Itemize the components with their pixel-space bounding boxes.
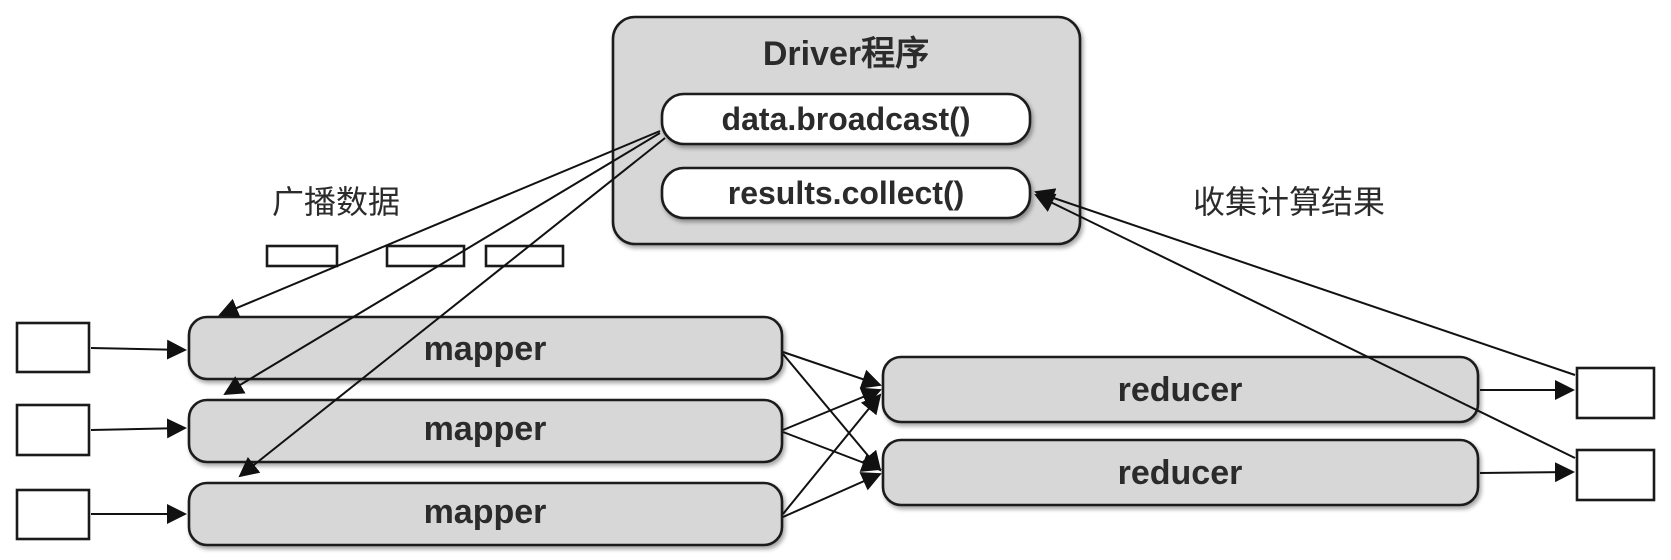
output-box: [1575, 448, 1656, 502]
collect-arrow: [1034, 188, 1576, 376]
collect-results-label: 收集计算结果: [1193, 184, 1385, 220]
shuffle-arrow: [782, 472, 882, 518]
mapper-label: mapper: [424, 410, 547, 448]
mapper-node: mapper: [187, 481, 784, 547]
shuffle-arrow: [782, 431, 882, 472]
broadcast-data-label: 广播数据: [272, 184, 400, 220]
shuffle-arrow: [782, 393, 882, 515]
mapper-node: mapper: [187, 398, 784, 464]
broadcast-chunk: [484, 244, 565, 268]
collect-arrow: [1034, 193, 1576, 459]
broadcast-chunk: [385, 244, 466, 268]
broadcast-arrow: [218, 130, 661, 318]
input-box: [15, 403, 91, 457]
reducer-label: reducer: [1118, 454, 1243, 492]
reducer-label: reducer: [1118, 371, 1243, 409]
input-arrow: [90, 339, 187, 360]
mapper-label: mapper: [424, 493, 547, 531]
broadcast-arrow: [223, 132, 661, 396]
shuffle-arrow: [782, 351, 882, 389]
input-box: [15, 488, 91, 541]
collect-call-label: results.collect(): [728, 175, 965, 211]
shuffle-arrow: [782, 353, 882, 472]
broadcast-arrow: [238, 137, 666, 478]
reducer-node: reducer: [881, 438, 1480, 507]
driver-title: Driver程序: [763, 35, 929, 73]
mapper-label: mapper: [424, 330, 547, 368]
broadcast-call-box: data.broadcast(): [660, 92, 1032, 146]
shuffle-arrow: [782, 387, 882, 431]
output-box: [1575, 366, 1656, 420]
broadcast-chunk: [265, 244, 339, 268]
reducer-node: reducer: [881, 355, 1480, 424]
input-arrow: [90, 418, 187, 439]
output-arrow: [1479, 462, 1575, 483]
collect-call-box: results.collect(): [660, 166, 1032, 220]
mapper-node: mapper: [187, 315, 784, 381]
broadcast-call-label: data.broadcast(): [722, 101, 971, 137]
input-box: [15, 321, 91, 374]
